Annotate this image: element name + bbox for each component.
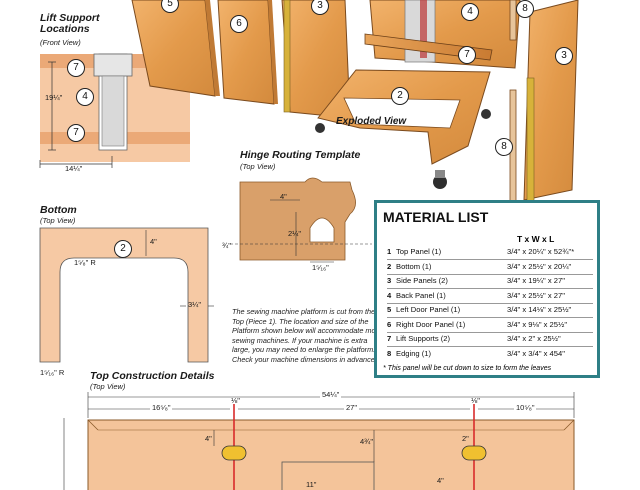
bottom-dim-4: 4" [150, 237, 157, 246]
bottom-subtitle: (Top View) [40, 216, 76, 225]
hinge-dim-left: ¾" [222, 241, 231, 250]
material-dims: 3/4" x 14⅛" x 25½" [507, 305, 572, 314]
material-list-panel: MATERIAL LIST T x W x L 1 Top Panel (1) … [374, 200, 600, 378]
top-dim-overall: 54¼" [320, 390, 342, 399]
callout-7-top: 7 [67, 59, 85, 77]
material-dims: 3/4" x 3/4" x 454" [507, 348, 565, 358]
material-list-title: MATERIAL LIST [383, 209, 489, 225]
material-dims: 3/4" x 25½" x 20¼" [507, 261, 572, 271]
material-list-footnote: * This panel will be cut down to size to… [383, 365, 552, 372]
lift-support-width-dim: 14¼" [65, 164, 83, 173]
top-construction-diagram [63, 392, 575, 490]
lift-support-height-dim: 19¼" [45, 93, 63, 102]
material-row: 2 Bottom (1) 3/4" x 25½" x 20¼" [387, 262, 593, 276]
material-row: 8 Edging (1) 3/4" x 3/4" x 454" [387, 349, 593, 363]
material-part: Right Door Panel (1) [396, 319, 466, 329]
hinge-dim-bottom: 1⁵⁄₁₆" [312, 263, 329, 272]
top-dim-center: 27" [344, 403, 360, 412]
material-dims: 3/4" x 9⅛" x 25½" [507, 319, 568, 329]
top-dim-11: 11" [306, 480, 317, 489]
material-num: 1 [387, 247, 392, 256]
material-num: 7 [387, 334, 392, 343]
top-dim-4-3-4: 4¾" [360, 437, 374, 446]
top-dim-4: 4" [205, 434, 212, 443]
callout-2-exploded: 2 [391, 87, 409, 105]
callout-7-exploded: 7 [458, 46, 476, 64]
material-dims: 3/4" x 20¼" x 52¾"* [507, 247, 575, 256]
callout-8-side: 8 [495, 138, 513, 156]
callout-4: 4 [76, 88, 94, 106]
callout-3-right: 3 [555, 47, 573, 65]
callout-2-bottom: 2 [114, 240, 132, 258]
material-num: 5 [387, 305, 392, 314]
material-part: Bottom (1) [396, 261, 432, 271]
top-dim-kerf-left: ⅛" [231, 396, 240, 405]
material-part: Edging (1) [396, 348, 432, 358]
platform-note: The sewing machine platform is cut from … [232, 307, 382, 364]
material-part: Top Panel (1) [396, 247, 442, 256]
hinge-template-diagram [230, 177, 372, 263]
bottom-dim-radius-outer: 1⁵⁄₁₆" R [40, 368, 65, 377]
bottom-title: Bottom [40, 204, 77, 216]
material-num: 6 [387, 319, 392, 329]
material-num: 8 [387, 348, 392, 358]
material-num: 4 [387, 290, 392, 300]
hinge-template-subtitle: (Top View) [240, 162, 276, 171]
material-part: Lift Supports (2) [396, 334, 451, 343]
material-part: Back Panel (1) [396, 290, 446, 300]
exploded-view-label: Exploded View [336, 116, 407, 127]
material-dims: 3/4" x 2" x 25½" [507, 334, 561, 343]
top-construction-title: Top Construction Details [90, 370, 215, 382]
lift-support-subtitle: (Front View) [40, 38, 81, 47]
material-row: 6 Right Door Panel (1) 3/4" x 9⅛" x 25½" [387, 320, 593, 334]
material-dims: 3/4" x 25½" x 27" [507, 290, 565, 300]
material-part: Side Panels (2) [396, 276, 448, 285]
material-dims: 3/4" x 19¼" x 27" [507, 276, 565, 285]
top-dim-left: 16⁵⁄₈" [150, 403, 173, 412]
hinge-dim-top: 4" [280, 192, 287, 201]
lift-support-title: Lift Support Locations [40, 12, 100, 35]
callout-7-bottom: 7 [67, 124, 85, 142]
material-num: 3 [387, 276, 392, 285]
material-part: Left Door Panel (1) [396, 305, 461, 314]
material-row: 1 Top Panel (1) 3/4" x 20¼" x 52¾"* [387, 247, 593, 261]
material-list-header: T x W x L [517, 234, 555, 244]
top-dim-right: 10⁵⁄₈" [514, 403, 537, 412]
hinge-template-title: Hinge Routing Template [240, 149, 361, 161]
callout-8-top: 8 [516, 0, 534, 18]
bottom-dim-radius-inner: 1⁵⁄₈" R [74, 258, 96, 267]
top-dim-kerf-right: ⅛" [471, 396, 480, 405]
material-row: 3 Side Panels (2) 3/4" x 19¼" x 27" [387, 276, 593, 290]
material-row: 4 Back Panel (1) 3/4" x 25½" x 27" [387, 291, 593, 305]
material-num: 2 [387, 261, 392, 271]
callout-4-back: 4 [461, 3, 479, 21]
top-dim-2: 2" [462, 434, 469, 443]
material-row: 5 Left Door Panel (1) 3/4" x 14⅛" x 25½" [387, 305, 593, 319]
hinge-dim-mid: 2¼" [288, 229, 302, 238]
top-construction-subtitle: (Top View) [90, 382, 126, 391]
bottom-dim-side: 3¼" [188, 300, 202, 309]
callout-6: 6 [230, 15, 248, 33]
callout-3-left: 3 [311, 0, 329, 15]
exploded-view-diagram [131, 0, 579, 211]
top-dim-4b: 4" [437, 476, 444, 485]
callout-5: 5 [161, 0, 179, 13]
material-row: 7 Lift Supports (2) 3/4" x 2" x 25½" [387, 334, 593, 348]
